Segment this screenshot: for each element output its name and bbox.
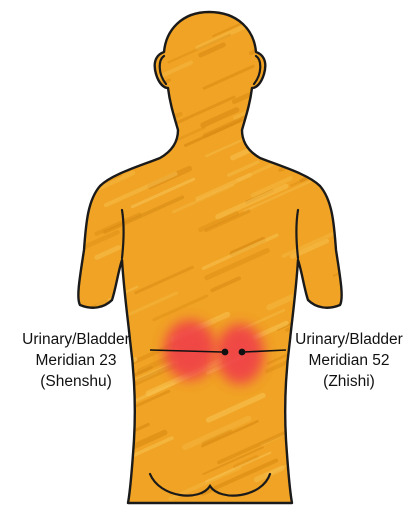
label-bladder-23: Urinary/Bladder Meridian 23 (Shenshu) <box>4 329 148 392</box>
crayon-stroke <box>289 451 336 472</box>
acupressure-point-icon <box>222 349 229 356</box>
crayon-stroke <box>353 86 380 98</box>
crayon-stroke <box>250 116 297 137</box>
crayon-stroke <box>266 80 298 94</box>
crayon-stroke <box>111 132 170 158</box>
crayon-stroke <box>348 257 370 267</box>
crayon-stroke <box>314 467 358 487</box>
crayon-stroke <box>345 129 418 162</box>
crayon-stroke <box>94 0 146 21</box>
crayon-stroke <box>290 24 334 44</box>
crayon-stroke <box>328 167 363 183</box>
label-bladder-23-line3: (Shenshu) <box>4 371 148 392</box>
crayon-stroke <box>330 133 351 143</box>
crayon-stroke <box>71 473 128 499</box>
crayon-stroke <box>86 116 136 138</box>
crayon-stroke <box>261 26 311 48</box>
crayon-stroke <box>351 442 385 457</box>
crayon-stroke <box>298 123 358 150</box>
acupressure-point-icon <box>239 349 246 356</box>
crayon-stroke <box>311 81 352 99</box>
crayon-stroke <box>265 137 295 151</box>
crayon-stroke <box>93 458 127 473</box>
crayon-stroke <box>99 432 132 447</box>
crayon-stroke <box>349 297 389 315</box>
crayon-stroke <box>352 20 419 51</box>
label-bladder-52-line3: (Zhishi) <box>283 371 415 392</box>
crayon-stroke <box>105 145 151 166</box>
crayon-stroke <box>302 65 329 77</box>
crayon-stroke <box>327 465 370 484</box>
crayon-stroke <box>95 69 144 91</box>
crayon-stroke <box>287 306 340 330</box>
crayon-stroke <box>331 42 375 62</box>
crayon-stroke <box>270 45 341 77</box>
crayon-stroke <box>293 314 324 328</box>
label-bladder-52: Urinary/Bladder Meridian 52 (Zhishi) <box>283 329 415 392</box>
crayon-stroke <box>75 84 113 101</box>
crayon-stroke <box>94 30 125 44</box>
crayon-stroke <box>95 103 123 116</box>
label-bladder-23-line1: Urinary/Bladder <box>4 329 148 350</box>
label-bladder-52-line1: Urinary/Bladder <box>283 329 415 350</box>
crayon-stroke <box>109 0 174 16</box>
crayon-stroke <box>336 40 399 68</box>
label-bladder-52-line2: Meridian 52 <box>283 350 415 371</box>
label-bladder-23-line2: Meridian 23 <box>4 350 148 371</box>
crayon-stroke <box>345 0 384 11</box>
crayon-stroke <box>96 142 142 163</box>
crayon-stroke <box>347 152 393 173</box>
crayon-stroke <box>291 96 332 114</box>
crayon-stroke <box>78 100 114 116</box>
crayon-stroke <box>251 33 295 53</box>
crayon-stroke <box>298 444 351 468</box>
crayon-stroke <box>118 0 188 11</box>
